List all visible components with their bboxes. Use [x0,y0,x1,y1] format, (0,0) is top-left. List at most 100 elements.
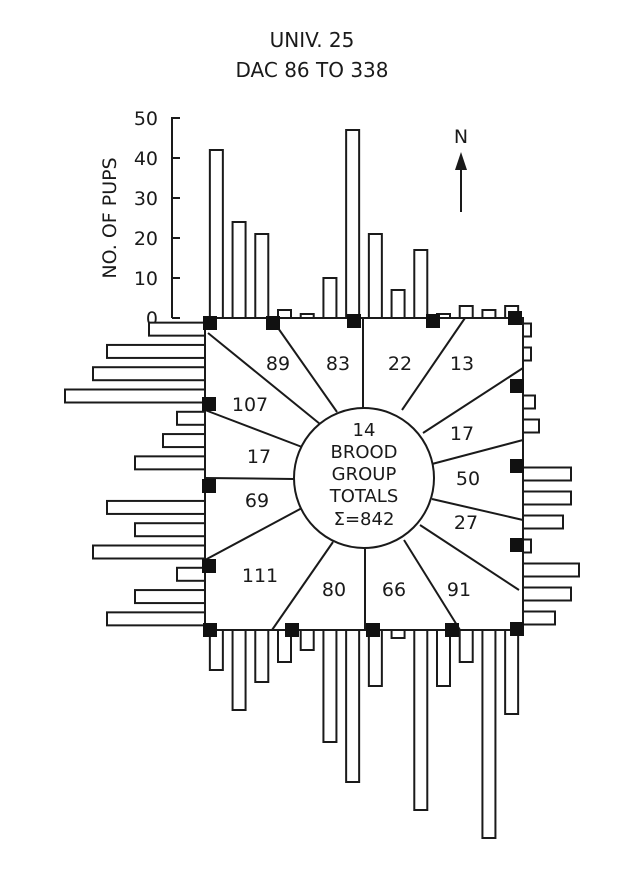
bar-bottom [390,629,406,639]
feeder-post [202,397,216,411]
feeder-post [202,479,216,493]
bar-top [390,289,406,319]
bar-right [522,490,572,506]
feeder-post [508,311,522,325]
cell-label: 17 [450,423,474,445]
divider-line [431,498,524,521]
divider-line [401,317,466,411]
y-tick-label: 50 [134,108,158,130]
cell-label: 83 [326,353,350,375]
cell-label: 89 [266,353,290,375]
feeder-post [266,316,280,330]
center-label: 14 BROOD GROUP TOTALS Σ=842 [329,420,399,530]
bar-left [92,366,206,382]
compartment-labels: 89 83 22 13 107 17 17 50 69 27 111 80 66… [232,353,480,601]
title-line-2: DAC 86 TO 338 [236,58,389,82]
divider-line [431,439,524,465]
bar-bottom [504,629,520,715]
bar-top [367,233,383,319]
bar-left [92,544,206,560]
feeder-post [510,622,524,636]
feeder-post [366,623,380,637]
divider-line [270,317,338,413]
bar-right [522,346,532,362]
bar-top [208,149,224,319]
feeder-post [510,538,524,552]
center-line-brood: BROOD [330,442,397,463]
bar-right [522,514,564,530]
north-label: N [454,126,468,148]
center-line-totals: TOTALS [329,486,399,507]
bar-left [134,589,206,605]
divider-line [271,541,334,631]
bar-left [106,611,206,627]
cell-label: 91 [447,579,471,601]
bar-right [522,538,532,554]
divider-line [419,524,520,591]
divider-line [204,507,303,561]
feeder-post [347,314,361,328]
divider-line [204,409,303,448]
bar-left [176,566,206,582]
bar-right [522,322,532,338]
bar-right [522,586,572,602]
y-tick-label: 40 [134,148,158,170]
bar-bottom [413,629,429,811]
cell-label: 13 [450,353,474,375]
center-line-count: 14 [353,420,376,441]
feeder-post [203,623,217,637]
feeder-post [445,623,459,637]
compartment-dividers [204,317,524,631]
feeder-post [426,314,440,328]
bar-top [322,277,338,319]
feeder-post [510,459,524,473]
cell-label: 17 [247,446,271,468]
cell-label: 107 [232,394,268,416]
bar-bottom [458,629,474,663]
bar-left [106,499,206,515]
north-arrow: N [454,126,468,212]
bar-left [134,455,206,471]
bar-bottom [436,629,451,687]
center-line-sum: Σ=842 [334,509,395,530]
feeder-posts [202,311,524,637]
cell-label: 66 [382,579,406,601]
bar-left [64,388,206,404]
cell-label: 50 [456,468,480,490]
divider-line [403,539,461,631]
bar-right [522,610,556,626]
y-tick-label: 30 [134,188,158,210]
bar-right [522,394,536,410]
bar-top [345,129,361,319]
bar-right [522,466,572,482]
bar-bottom [254,629,270,683]
center-line-group: GROUP [332,464,397,485]
bar-top [413,249,429,319]
bar-left [176,410,206,426]
bar-top [458,305,474,319]
bar-right [522,562,580,578]
divider-line [207,332,321,425]
bar-left [106,343,206,359]
divider-line [422,367,524,434]
title-line-1: UNIV. 25 [270,28,355,52]
bar-left [148,321,206,337]
y-tick-label: 10 [134,268,158,290]
feeder-post [202,559,216,573]
center-circle [293,407,435,549]
cell-label: 111 [242,565,278,587]
bar-bottom [322,629,338,743]
feeder-post [510,379,524,393]
feeder-post [203,316,217,330]
y-tick-label: 20 [134,228,158,250]
bar-top [231,221,247,319]
cell-label: 27 [454,512,478,534]
bar-top [254,233,270,319]
north-arrow-head [455,152,467,170]
bar-bottom [367,629,383,687]
bar-right [522,418,540,434]
cell-label: 80 [322,579,346,601]
bar-left [134,522,206,538]
